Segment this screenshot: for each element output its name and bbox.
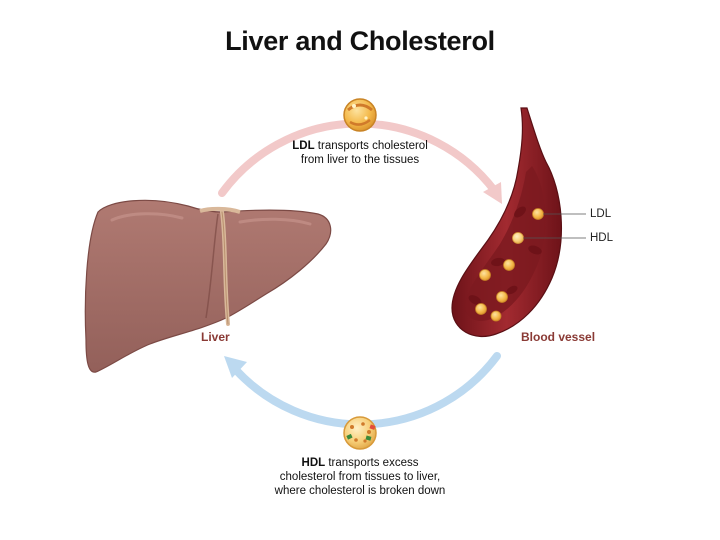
liver-illustration	[84, 199, 332, 373]
ldl-caption-bold: LDL	[292, 140, 315, 152]
vessel-ldl-particles	[475, 208, 544, 322]
hdl-particle-icon	[343, 416, 377, 450]
ldl-label: LDL	[590, 208, 612, 220]
page-title: Liver and Cholesterol	[225, 26, 495, 56]
hdl-caption-line1: transports excess	[325, 457, 419, 469]
liver-label: Liver	[201, 330, 230, 344]
hdl-caption: HDL transports excess cholesterol from t…	[240, 456, 480, 498]
hdl-label: HDL	[590, 232, 614, 244]
blood-vessel-label: Blood vessel	[521, 330, 596, 344]
hdl-caption-line3: where cholesterol is broken down	[274, 485, 446, 497]
ldl-particle-icon	[343, 98, 377, 132]
ldl-caption: LDL transports cholesterol from liver to…	[240, 139, 480, 167]
hdl-caption-line2: cholesterol from tissues to liver,	[279, 471, 441, 483]
ldl-caption-line1: transports cholesterol	[314, 140, 428, 152]
ldl-caption-line2: from liver to the tissues	[300, 154, 420, 166]
hdl-caption-bold: HDL	[301, 457, 326, 469]
blood-vessel-illustration	[451, 107, 586, 338]
vessel-hdl-particle	[512, 232, 524, 244]
hdl-arrow	[224, 352, 501, 429]
